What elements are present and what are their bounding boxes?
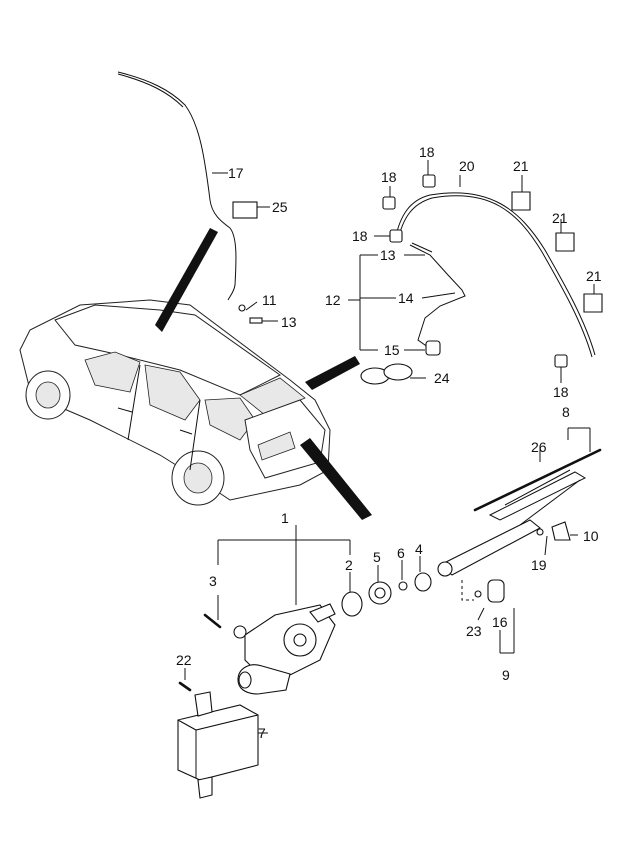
callout-labels: 1 2 3 4 5 6 7 8 9 10 11 12 13 13 14 15 1… [176,144,602,741]
callout-25: 25 [272,199,288,215]
callout-6: 6 [397,545,405,561]
callout-21b: 21 [552,210,568,226]
callout-22: 22 [176,652,192,668]
callout-17: 17 [228,165,244,181]
hose-20 [382,174,603,368]
control-module [177,691,268,799]
callout-19: 19 [531,557,547,573]
washer-hose-assembly [117,71,278,324]
pointer-wedges [155,228,372,520]
wiper-blade-arm [437,427,602,654]
callout-2: 2 [345,557,353,573]
callout-4: 4 [415,541,423,557]
callout-12: 12 [325,292,341,308]
leader-lines [212,160,595,621]
callout-18b: 18 [419,144,435,160]
callout-26: 26 [531,439,547,455]
vehicle-illustration [19,299,331,506]
rear-washer-hose [348,242,466,356]
callout-16: 16 [492,614,508,630]
callout-21a: 21 [513,158,529,174]
callout-11: 11 [262,292,277,308]
motor-assembly [178,525,432,695]
callout-10: 10 [583,528,599,544]
callout-7: 7 [258,725,266,741]
callout-5: 5 [373,549,381,565]
callout-20: 20 [459,158,475,174]
callout-18a: 18 [381,169,397,185]
callout-1: 1 [281,510,289,526]
callout-9: 9 [502,667,510,683]
callout-3: 3 [209,573,217,589]
callout-18c: 18 [352,228,368,244]
callout-8: 8 [562,404,570,420]
connector-24 [360,363,426,385]
callout-23: 23 [466,623,482,639]
callout-21c: 21 [586,268,602,284]
callout-18d: 18 [553,384,569,400]
callout-13a: 13 [380,247,396,263]
callout-14: 14 [398,290,414,306]
callout-24: 24 [434,370,450,386]
callout-15: 15 [384,342,400,358]
callout-13b: 13 [281,314,297,330]
